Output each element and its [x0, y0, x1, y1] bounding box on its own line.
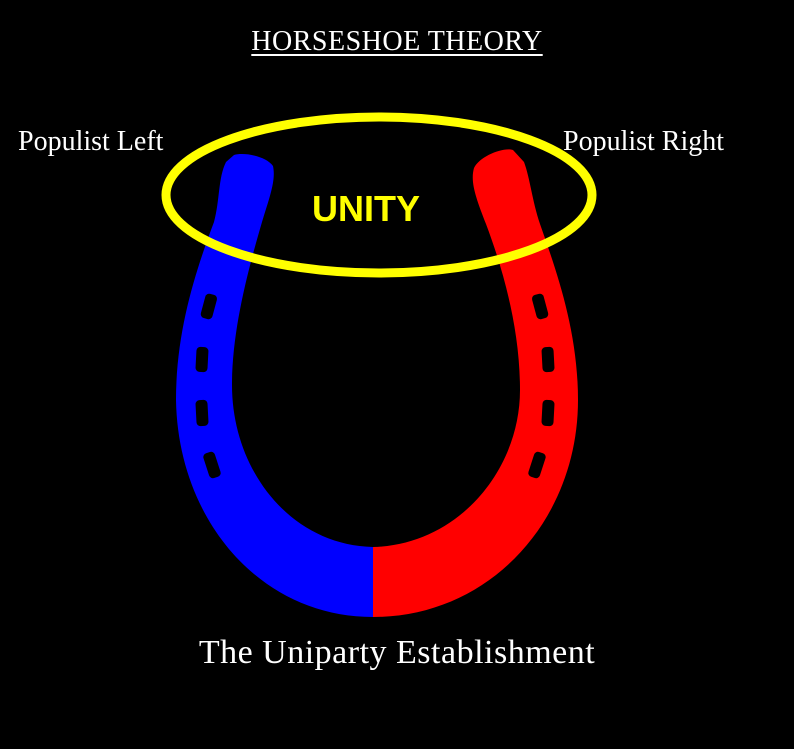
populist-left-label: Populist Left [18, 126, 163, 158]
unity-label: UNITY [312, 188, 420, 230]
nail-hole [541, 347, 554, 373]
diagram-title: HORSESHOE THEORY [0, 26, 794, 58]
populist-right-label: Populist Right [563, 126, 724, 158]
nail-hole [541, 400, 554, 427]
establishment-label: The Uniparty Establishment [0, 634, 794, 672]
nail-hole [195, 400, 208, 427]
nail-hole [195, 347, 208, 373]
